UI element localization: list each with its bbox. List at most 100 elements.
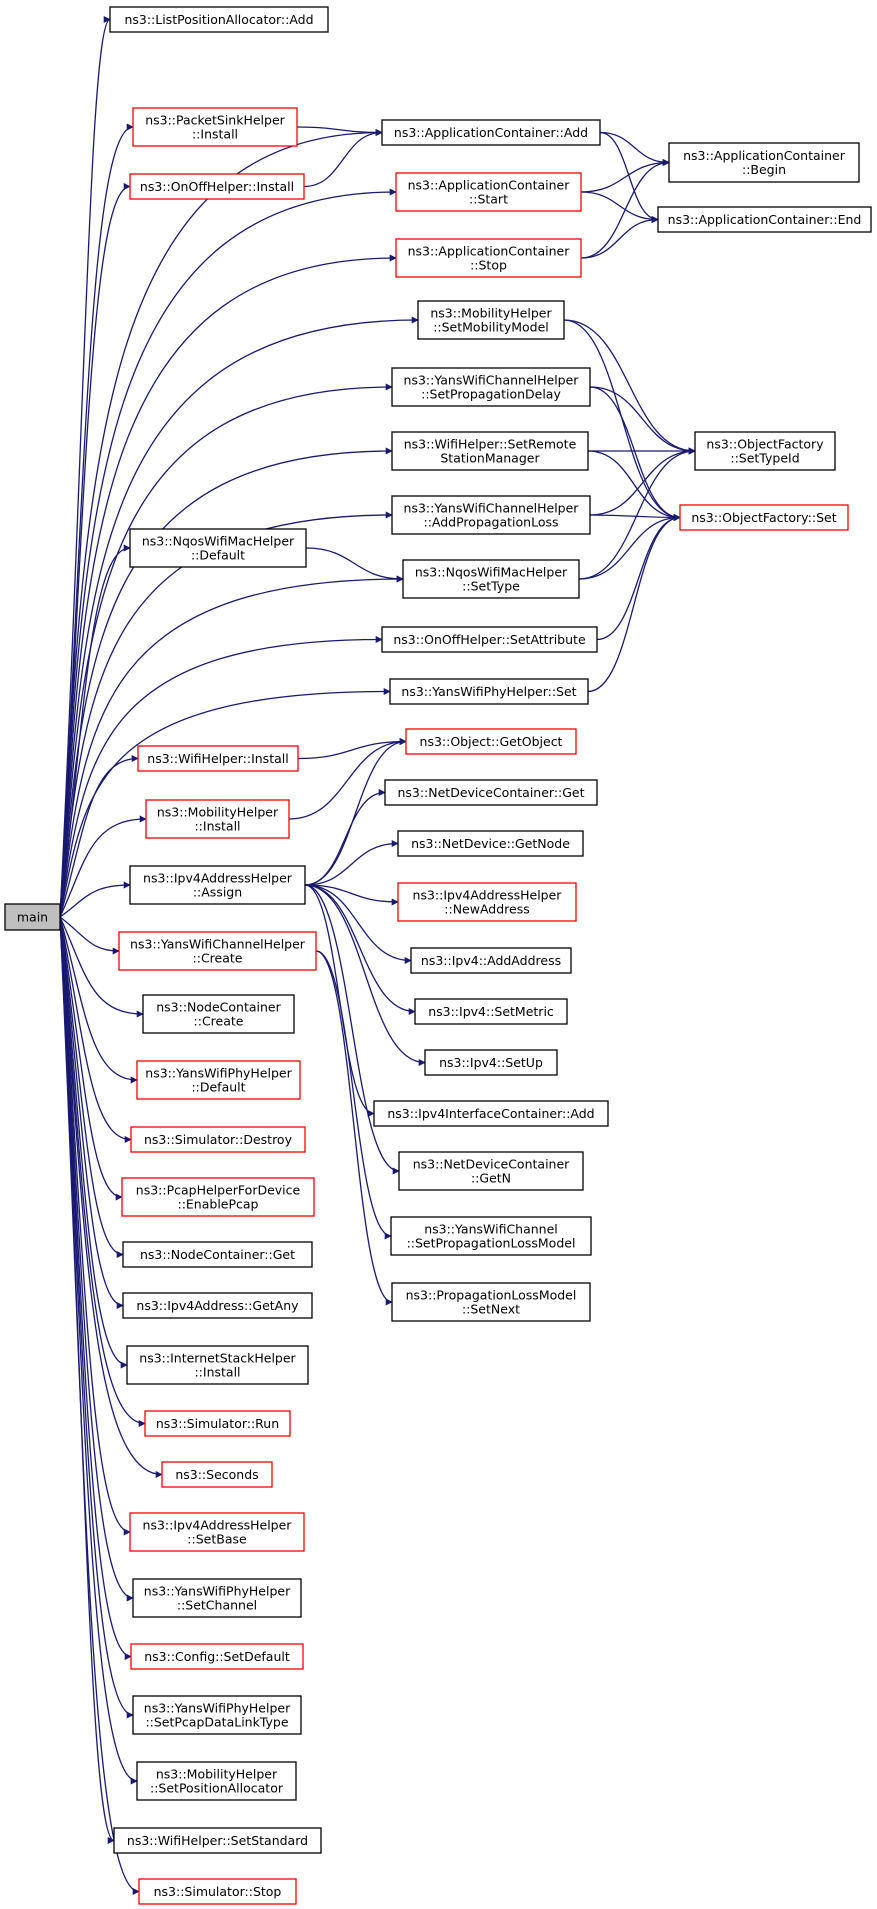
node-mh-setposalloc[interactable]: ns3::MobilityHelper::SetPositionAllocato…: [136, 1761, 297, 1801]
node-ywph-setpcapdlt[interactable]: ns3::YansWifiPhyHelper::SetPcapDataLinkT…: [132, 1695, 302, 1735]
node-box[interactable]: [126, 1345, 309, 1385]
node-box[interactable]: [118, 931, 317, 971]
node-box[interactable]: [390, 1216, 592, 1256]
node-mh-setmobility[interactable]: ns3::MobilityHelper::SetMobilityModel: [417, 300, 565, 340]
node-nc-create[interactable]: ns3::NodeContainer::Create: [142, 994, 295, 1034]
node-mh-install[interactable]: ns3::MobilityHelper::Install: [145, 799, 290, 839]
node-box[interactable]: [144, 1410, 291, 1437]
node-box[interactable]: [130, 1643, 304, 1670]
node-nd-getnode[interactable]: ns3::NetDevice::GetNode: [397, 830, 584, 857]
node-ndc-getn[interactable]: ns3::NetDeviceContainer::GetN: [398, 1151, 584, 1191]
node-box[interactable]: [395, 172, 582, 212]
node-box[interactable]: [414, 998, 568, 1025]
node-phfd-enablepcap[interactable]: ns3::PcapHelperForDevice::EnablePcap: [121, 1177, 315, 1217]
node-sim-run[interactable]: ns3::Simulator::Run: [144, 1410, 291, 1437]
node-box[interactable]: [161, 1461, 273, 1488]
node-box[interactable]: [391, 1282, 591, 1322]
node-wh-setstandard[interactable]: ns3::WifiHelper::SetStandard: [113, 1827, 322, 1854]
node-onoff-setattr[interactable]: ns3::OnOffHelper::SetAttribute: [381, 626, 598, 653]
node-box[interactable]: [122, 1241, 313, 1268]
node-box[interactable]: [136, 1060, 301, 1100]
node-ywph-setchannel[interactable]: ns3::YansWifiPhyHelper::SetChannel: [132, 1578, 302, 1618]
node-box[interactable]: [138, 1878, 297, 1905]
node-ywph-default[interactable]: ns3::YansWifiPhyHelper::Default: [136, 1060, 301, 1100]
node-box[interactable]: [122, 1292, 313, 1319]
node-nqos-settype[interactable]: ns3::NqosWifiMacHelper::SetType: [402, 559, 580, 599]
node-box[interactable]: [405, 728, 577, 755]
node-box[interactable]: [137, 745, 299, 772]
node-obj-getobject[interactable]: ns3::Object::GetObject: [405, 728, 577, 755]
node-box[interactable]: [109, 6, 329, 33]
node-ipv4-setup[interactable]: ns3::Ipv4::SetUp: [424, 1049, 558, 1076]
node-box[interactable]: [397, 830, 584, 857]
node-ywch-create[interactable]: ns3::YansWifiChannelHelper::Create: [118, 931, 317, 971]
node-box[interactable]: [381, 119, 601, 146]
node-of-settypeid[interactable]: ns3::ObjectFactory::SetTypeId: [694, 431, 836, 471]
node-box[interactable]: [398, 1151, 584, 1191]
node-ac-begin[interactable]: ns3::ApplicationContainer::Begin: [668, 142, 860, 183]
node-sim-stop[interactable]: ns3::Simulator::Stop: [138, 1878, 297, 1905]
node-ywch-addproploss[interactable]: ns3::YansWifiChannelHelper::AddPropagati…: [391, 495, 591, 535]
node-nqos-default[interactable]: ns3::NqosWifiMacHelper::Default: [129, 528, 307, 568]
node-box[interactable]: [668, 142, 860, 183]
node-ywc-setproploss[interactable]: ns3::YansWifiChannel::SetPropagationLoss…: [390, 1216, 592, 1256]
node-wh-install[interactable]: ns3::WifiHelper::Install: [137, 745, 299, 772]
node-box[interactable]: [132, 107, 298, 147]
node-ipv4ah-assign[interactable]: ns3::Ipv4AddressHelper::Assign: [129, 865, 306, 905]
node-ipv4ic-add[interactable]: ns3::Ipv4InterfaceContainer::Add: [373, 1100, 609, 1127]
node-box[interactable]: [657, 206, 872, 233]
node-box[interactable]: [424, 1049, 558, 1076]
node-ipv4ah-newaddr[interactable]: ns3::Ipv4AddressHelper::NewAddress: [397, 882, 577, 922]
node-ish-install[interactable]: ns3::InternetStackHelper::Install: [126, 1345, 309, 1385]
node-ac-end[interactable]: ns3::ApplicationContainer::End: [657, 206, 872, 233]
node-box[interactable]: [384, 779, 598, 806]
node-ipv4-addaddr[interactable]: ns3::Ipv4::AddAddress: [410, 947, 572, 974]
node-box[interactable]: [145, 799, 290, 839]
node-ac-stop[interactable]: ns3::ApplicationContainer::Stop: [395, 238, 582, 278]
node-box[interactable]: [129, 173, 305, 200]
node-ndc-get[interactable]: ns3::NetDeviceContainer::Get: [384, 779, 598, 806]
node-ywph-set[interactable]: ns3::YansWifiPhyHelper::Set: [389, 678, 589, 705]
node-box[interactable]: [395, 238, 582, 278]
node-box[interactable]: [129, 1512, 305, 1552]
node-of-set[interactable]: ns3::ObjectFactory::Set: [679, 504, 849, 531]
node-ipv4ah-setbase[interactable]: ns3::Ipv4AddressHelper::SetBase: [129, 1512, 305, 1552]
node-box[interactable]: [4, 903, 61, 931]
node-box[interactable]: [391, 495, 591, 535]
node-sim-destroy[interactable]: ns3::Simulator::Destroy: [130, 1126, 306, 1153]
node-ywch-setpropdelay[interactable]: ns3::YansWifiChannelHelper::SetPropagati…: [391, 367, 591, 407]
node-box[interactable]: [142, 994, 295, 1034]
node-nc-get[interactable]: ns3::NodeContainer::Get: [122, 1241, 313, 1268]
node-psh-install[interactable]: ns3::PacketSinkHelper::Install: [132, 107, 298, 147]
node-box[interactable]: [410, 947, 572, 974]
node-box[interactable]: [136, 1761, 297, 1801]
node-box[interactable]: [373, 1100, 609, 1127]
node-box[interactable]: [397, 882, 577, 922]
node-box[interactable]: [121, 1177, 315, 1217]
node-box[interactable]: [113, 1827, 322, 1854]
node-cfg-setdefault[interactable]: ns3::Config::SetDefault: [130, 1643, 304, 1670]
node-box[interactable]: [130, 1126, 306, 1153]
node-plm-setnext[interactable]: ns3::PropagationLossModel::SetNext: [391, 1282, 591, 1322]
node-ac-start[interactable]: ns3::ApplicationContainer::Start: [395, 172, 582, 212]
node-box[interactable]: [129, 865, 306, 905]
node-box[interactable]: [402, 559, 580, 599]
node-box[interactable]: [389, 678, 589, 705]
node-ipv4addr-getany[interactable]: ns3::Ipv4Address::GetAny: [122, 1292, 313, 1319]
node-box[interactable]: [417, 300, 565, 340]
node-ipv4-setmetric[interactable]: ns3::Ipv4::SetMetric: [414, 998, 568, 1025]
node-ac-add[interactable]: ns3::ApplicationContainer::Add: [381, 119, 601, 146]
node-lpa-add[interactable]: ns3::ListPositionAllocator::Add: [109, 6, 329, 33]
node-box[interactable]: [391, 367, 591, 407]
node-box[interactable]: [694, 431, 836, 471]
node-box[interactable]: [679, 504, 849, 531]
node-main[interactable]: main: [4, 903, 61, 931]
node-box[interactable]: [132, 1695, 302, 1735]
node-seconds[interactable]: ns3::Seconds: [161, 1461, 273, 1488]
node-onoff-install[interactable]: ns3::OnOffHelper::Install: [129, 173, 305, 200]
node-box[interactable]: [391, 431, 589, 471]
node-box[interactable]: [381, 626, 598, 653]
node-box[interactable]: [132, 1578, 302, 1618]
node-box[interactable]: [129, 528, 307, 568]
